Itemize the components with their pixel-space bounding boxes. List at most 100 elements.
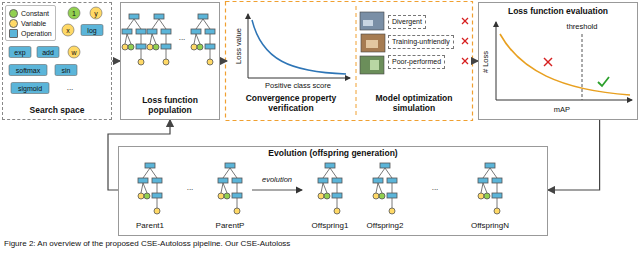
node-title: Loss function population <box>124 96 216 116</box>
art-shape <box>361 34 385 52</box>
parent-label: Parent1 <box>136 222 164 230</box>
art-shape <box>462 38 468 44</box>
art-shape <box>360 12 384 30</box>
axis-label: mAP <box>554 106 570 114</box>
art-shape <box>373 163 397 214</box>
evolution-label: evolution <box>262 176 292 184</box>
node-title: Loss function evaluation <box>508 7 608 17</box>
convergence-panel: Convergence property verification <box>227 4 355 118</box>
art-shape <box>81 25 103 36</box>
art-shape <box>500 34 630 95</box>
art-shape <box>226 2 473 121</box>
art-shape <box>318 163 342 214</box>
axis-label: # Loss <box>482 51 490 73</box>
node-title: Training-unfriendly <box>392 38 450 46</box>
flow-arrow <box>220 60 227 61</box>
art-shape <box>11 83 49 94</box>
flow-arrow <box>548 120 600 190</box>
art-shape <box>9 47 31 58</box>
axis-label: Loss value <box>235 28 243 64</box>
art-shape <box>582 34 583 100</box>
node-title: Model optimization simulation <box>361 94 467 114</box>
art-shape <box>598 77 609 86</box>
art-shape <box>496 22 497 100</box>
operation-token: softmax <box>16 67 41 74</box>
node-title: Convergence property verification <box>231 94 351 114</box>
ellipsis: ... <box>179 34 186 42</box>
node-title: Poor-performed <box>392 58 441 66</box>
art-shape <box>370 60 379 70</box>
art-shape <box>462 18 468 24</box>
art-shape <box>544 58 552 66</box>
art-shape <box>544 58 552 66</box>
ellipsis: ... <box>67 84 74 92</box>
threshold-label: threshold <box>567 23 598 31</box>
ellipsis: ... <box>187 184 194 192</box>
constant-token: 1 <box>72 10 76 17</box>
variable-token: y <box>94 10 98 17</box>
legend-text: Constant <box>21 10 49 17</box>
art-shape <box>356 6 357 116</box>
art-shape <box>147 14 171 65</box>
variable-token: w <box>71 49 76 56</box>
node-title: Search space <box>30 106 85 116</box>
art-shape <box>462 38 468 44</box>
legend-text: Operation <box>21 30 52 37</box>
node-title: Divergent <box>392 18 422 26</box>
art-shape <box>462 58 468 64</box>
filter-box: Training-unfriendly <box>388 35 454 49</box>
art-shape <box>9 65 47 76</box>
evaluation-panel: Loss function evaluation <box>478 2 638 120</box>
population-panel: Loss function population <box>120 2 220 120</box>
art-shape <box>478 163 502 214</box>
art-shape <box>363 20 373 26</box>
flow-arrow <box>471 60 478 61</box>
art-shape <box>360 56 384 74</box>
legend-swatch <box>9 9 18 18</box>
legend-row: Variable <box>9 18 52 28</box>
legend-box: ConstantVariableOperation <box>5 5 56 41</box>
operation-token: exp <box>14 49 25 56</box>
node-title: Evolution (offspring generation) <box>268 149 397 159</box>
legend-row: Operation <box>9 28 52 38</box>
art-shape <box>37 47 59 58</box>
art-shape <box>55 65 77 76</box>
figure-caption: Figure 2: An overview of the proposed CS… <box>4 240 290 249</box>
offspring-label: Offspring1 <box>312 222 349 230</box>
art-shape <box>496 100 632 101</box>
filter-box: Divergent <box>388 15 426 29</box>
operation-token: add <box>42 49 54 56</box>
operation-token: sigmoid <box>18 85 42 92</box>
art-shape <box>138 163 162 214</box>
search-tokens <box>9 7 103 94</box>
legend-text: Variable <box>21 20 46 27</box>
art-shape <box>122 14 146 65</box>
art-shape <box>90 7 102 19</box>
art-shape <box>248 14 249 78</box>
art-shape <box>218 163 242 214</box>
art-shape <box>462 58 468 64</box>
art-shape <box>248 78 350 79</box>
operation-token: sin <box>62 67 71 74</box>
legend-row: Constant <box>9 8 52 18</box>
art-shape <box>544 58 552 66</box>
ellipsis: ... <box>432 184 439 192</box>
art-shape <box>68 46 80 58</box>
legend-swatch <box>9 29 18 38</box>
art-shape <box>252 189 302 190</box>
simulation-panel: Model optimization simulation DivergentTr… <box>357 4 471 118</box>
art-shape <box>252 20 346 74</box>
parent-label: ParentP <box>216 222 245 230</box>
art-shape <box>62 24 74 36</box>
art-shape <box>462 18 468 64</box>
operation-token: log <box>87 27 96 34</box>
filter-box: Poor-performed <box>388 55 445 69</box>
offspring-label: Offspring2 <box>367 222 404 230</box>
art-shape <box>366 40 378 48</box>
art-shape <box>191 14 215 65</box>
legend-swatch <box>9 19 18 28</box>
art-shape <box>68 7 80 19</box>
flow-arrow <box>112 60 120 61</box>
